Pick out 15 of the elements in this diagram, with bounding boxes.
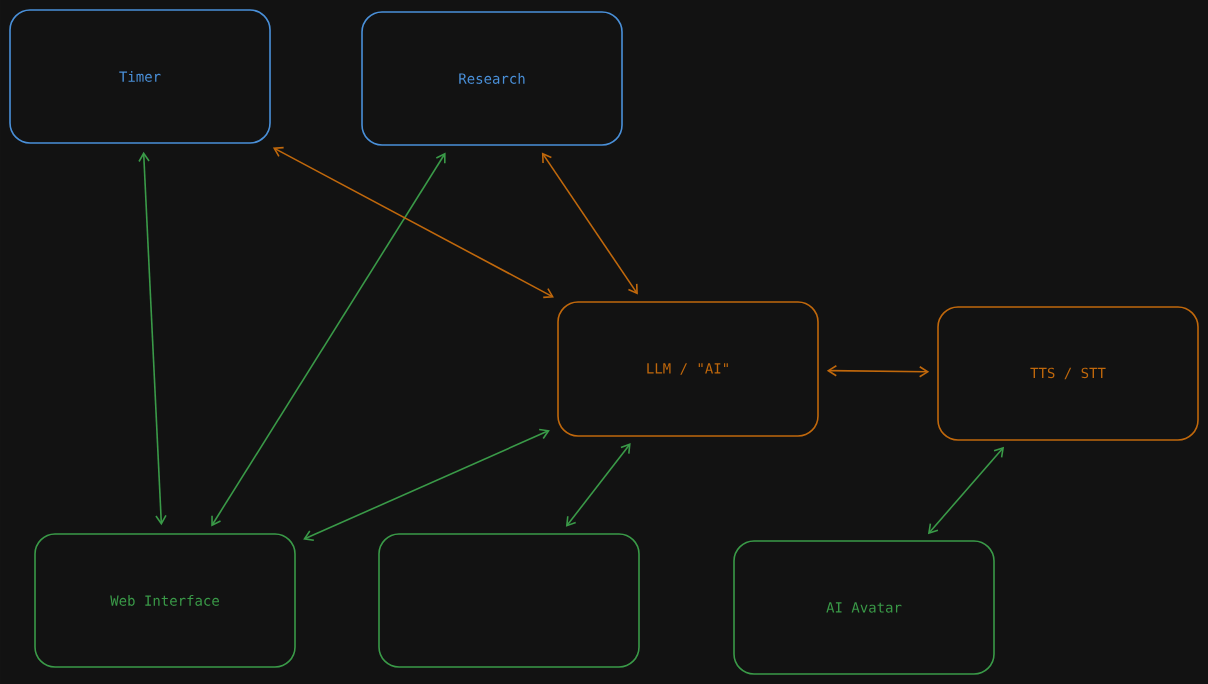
arrow <box>272 146 554 299</box>
process-box: Research <box>361 11 623 146</box>
arrow <box>138 151 167 526</box>
process-box: LLM / "AI" <box>557 301 819 437</box>
process-box: TTS / STT <box>937 306 1199 441</box>
process-box: AI Avatar <box>733 540 995 675</box>
arrow <box>826 364 930 378</box>
process-box <box>378 533 640 668</box>
arrow <box>211 152 446 527</box>
arrow <box>565 443 631 527</box>
arrow <box>303 428 550 541</box>
arrow <box>541 152 638 295</box>
process-box: Web Interface <box>34 533 296 668</box>
process-box: Timer <box>9 9 271 144</box>
arrow <box>927 446 1005 535</box>
